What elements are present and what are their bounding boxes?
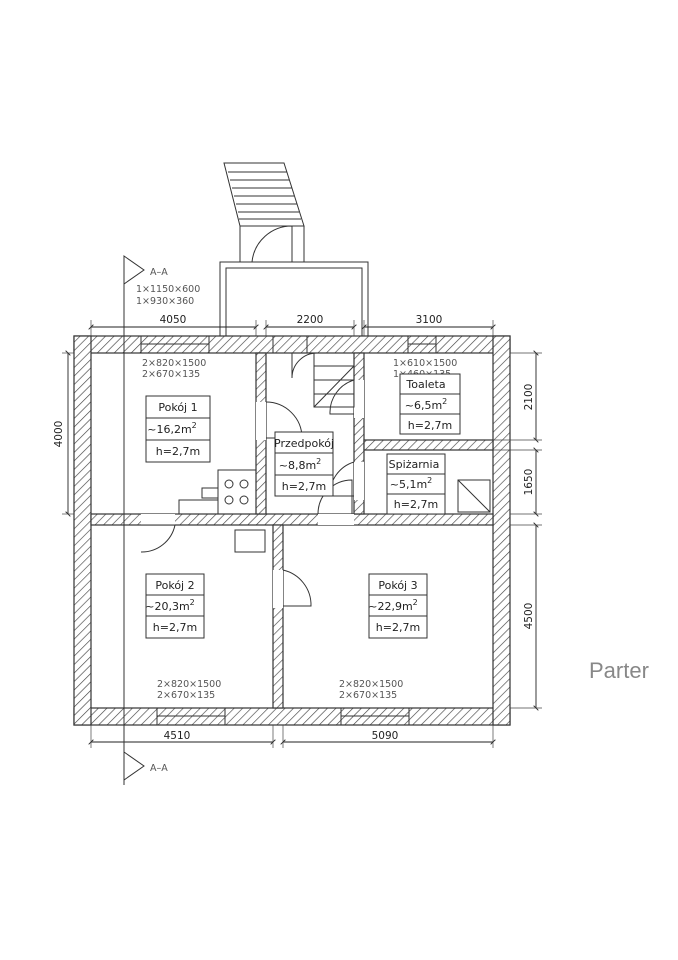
- entry-stairs: [223, 162, 305, 263]
- dim-bottom-2: 5090: [372, 730, 399, 742]
- room-height: h=2,7m: [408, 419, 452, 432]
- room-area: ~20,3m: [145, 600, 189, 613]
- room-spizarnia: Spiżarnia ~5,1m2 h=2,7m: [386, 453, 446, 515]
- dim-right-1: 2100: [523, 384, 535, 411]
- svg-text:~20,3m2: ~20,3m2: [145, 598, 195, 613]
- room-name: Pokój 1: [158, 401, 197, 414]
- area-exponent: 2: [316, 457, 321, 466]
- window-4-line2: 2×670×135: [339, 690, 397, 701]
- window-4-line1: 2×820×1500: [339, 679, 403, 690]
- kitchen-stove: [178, 469, 257, 515]
- area-exponent: 2: [192, 421, 197, 430]
- dimension-lines: [62, 320, 542, 748]
- room-height: h=2,7m: [282, 480, 326, 493]
- cabinet: [234, 529, 266, 553]
- window-spec-line1: 1×1150×600: [136, 284, 200, 295]
- dim-left: 4000: [53, 421, 65, 448]
- room-area: ~16,2m: [147, 423, 191, 436]
- room-name: Pokój 2: [155, 579, 194, 592]
- window-3-line2: 2×670×135: [157, 690, 215, 701]
- room-name: Toaleta: [405, 378, 445, 391]
- section-label-bottom: A–A: [150, 763, 168, 774]
- room-area: ~5,1m: [390, 478, 427, 491]
- window-1-line1: 2×820×1500: [142, 358, 206, 369]
- window-spec-line2: 1×930×360: [136, 296, 194, 307]
- area-exponent: 2: [190, 598, 195, 607]
- room-pokoj-2: Pokój 2 ~20,3m2 h=2,7m: [145, 573, 205, 639]
- area-exponent: 2: [442, 397, 447, 406]
- window-3-line1: 2×820×1500: [157, 679, 221, 690]
- dim-top-2: 2200: [297, 314, 324, 326]
- room-height: h=2,7m: [153, 621, 197, 634]
- doors: [140, 352, 364, 608]
- room-pokoj-3: Pokój 3 ~22,9m2 h=2,7m: [368, 573, 428, 639]
- room-pokoj-1: Pokój 1 ~16,2m2 h=2,7m: [145, 395, 211, 463]
- room-area: ~6,5m: [405, 399, 442, 412]
- window-2-line1: 1×610×1500: [393, 358, 457, 369]
- boiler-box: [457, 479, 491, 513]
- room-przedpokoj: Przedpokój ~8,8m2 h=2,7m: [274, 431, 334, 497]
- porch: [219, 261, 369, 338]
- area-exponent: 2: [413, 598, 418, 607]
- svg-text:~22,9m2: ~22,9m2: [368, 598, 418, 613]
- room-name: Przedpokój: [274, 437, 334, 450]
- room-toaleta: Toaleta ~6,5m2 h=2,7m: [399, 373, 461, 435]
- window-openings: [140, 335, 437, 726]
- room-name: Pokój 3: [378, 579, 417, 592]
- dim-top-1: 4050: [160, 314, 187, 326]
- section-line: [123, 255, 145, 785]
- room-height: h=2,7m: [156, 445, 200, 458]
- room-name: Spiżarnia: [389, 458, 440, 471]
- dim-bottom-1: 4510: [164, 730, 191, 742]
- svg-text:~16,2m2: ~16,2m2: [147, 421, 197, 436]
- plan-title: Parter: [589, 658, 649, 683]
- window-1-line2: 2×670×135: [142, 369, 200, 380]
- svg-text:~6,5m2: ~6,5m2: [405, 397, 448, 412]
- svg-text:~8,8m2: ~8,8m2: [279, 457, 322, 472]
- room-height: h=2,7m: [376, 621, 420, 634]
- dim-top-3: 3100: [416, 314, 443, 326]
- dim-right-2: 1650: [523, 469, 535, 496]
- outer-walls: [73, 335, 511, 726]
- room-area: ~22,9m: [368, 600, 412, 613]
- section-label-top: A–A: [150, 267, 168, 278]
- svg-text:~5,1m2: ~5,1m2: [390, 476, 433, 491]
- area-exponent: 2: [427, 476, 432, 485]
- dim-right-3: 4500: [523, 603, 535, 630]
- room-height: h=2,7m: [394, 498, 438, 511]
- interior-stairs: [313, 352, 355, 408]
- room-area: ~8,8m: [279, 459, 316, 472]
